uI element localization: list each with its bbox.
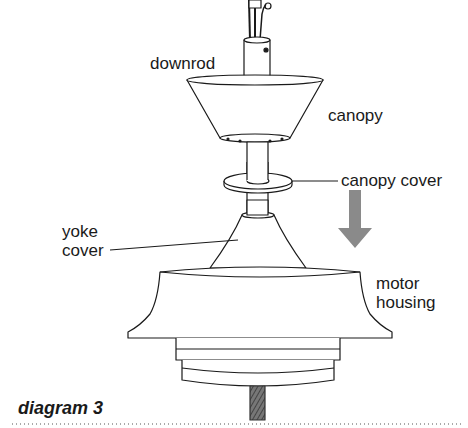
part-label: yoke cover	[62, 222, 110, 260]
wires	[249, 0, 271, 40]
part-label: canopy cover	[341, 171, 461, 190]
leader-line	[292, 180, 338, 181]
motor-shaft	[250, 386, 265, 420]
canopy-shape	[187, 75, 323, 142]
diagram-caption: diagram 3	[18, 398, 103, 419]
motor-housing-shape	[128, 267, 392, 386]
canopy-cover-ring	[224, 162, 292, 193]
leader-line	[110, 240, 238, 250]
part-label: canopy	[328, 106, 418, 125]
part-label: downrod	[150, 54, 240, 73]
yoke-cover-shape	[210, 200, 306, 268]
dotted-rule	[12, 424, 462, 425]
part-label: motor housing	[376, 274, 456, 312]
downrod-lower	[247, 142, 268, 217]
direction-arrow	[338, 190, 372, 248]
downrod-shape	[244, 37, 270, 80]
